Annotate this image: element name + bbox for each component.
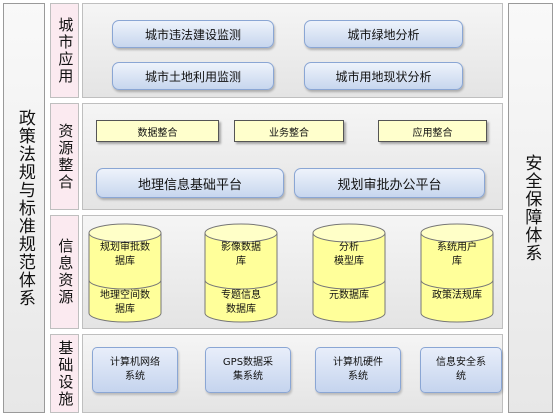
layer-label-infrastructure: 基础设施 xyxy=(50,334,79,413)
database-label: 分析 模型库 xyxy=(334,242,364,267)
database-cylinder: 影像数据 库 专题信息 数据库 xyxy=(204,223,278,323)
database-cylinder-icon xyxy=(204,223,278,323)
layer-label-resources: 信息资源 xyxy=(50,215,79,329)
infra-gps-system-text: GPS数据采 集系统 xyxy=(222,356,274,383)
approval-office-platform: 规划审批办公平台 xyxy=(294,168,485,198)
policy-standards-label: 政策法规与标准规范体系 xyxy=(14,109,35,307)
app-green-space-text: 城市绿地分析 xyxy=(347,27,420,42)
database-cylinder-icon xyxy=(88,223,162,323)
layer-label-infrastructure-text: 基础设施 xyxy=(56,339,75,408)
database-label: 影像数据 库 xyxy=(221,242,261,267)
infra-hardware-system: 计算机硬件 系统 xyxy=(315,347,401,393)
business-integration-box: 业务整合 xyxy=(234,120,344,142)
gis-platform: 地理信息基础平台 xyxy=(96,168,284,198)
database-cylinder: 系统用户 库 政策法规库 xyxy=(420,223,494,323)
infra-network-system-text: 计算机网络 系统 xyxy=(110,356,160,383)
app-land-use: 城市土地利用监测 xyxy=(112,62,274,90)
layer-label-resources-text: 信息资源 xyxy=(56,238,75,306)
gis-platform-text: 地理信息基础平台 xyxy=(137,177,242,193)
database-cylinder: 分析 模型库 元数据库 xyxy=(312,223,386,323)
app-illegal-construction-text: 城市违法建设监测 xyxy=(144,27,241,42)
database-cylinder: 规划审批数 据库 地理空间数 据库 xyxy=(88,223,162,323)
security-system-label: 安全保障体系 xyxy=(521,154,542,262)
database-label: 规划审批数 据库 xyxy=(100,242,150,267)
data-integration-text: 数据整合 xyxy=(137,127,178,139)
layer-label-integration: 资源整合 xyxy=(50,103,79,210)
database-cylinder-icon xyxy=(420,223,494,323)
database-cylinder-icon xyxy=(312,223,386,323)
application-integration-box: 应用整合 xyxy=(378,120,487,142)
infra-hardware-system-text: 计算机硬件 系统 xyxy=(333,356,383,383)
data-integration-box: 数据整合 xyxy=(96,120,219,142)
database-label: 地理空间数 据库 xyxy=(100,290,150,315)
infra-security-system-text: 信息安全系 统 xyxy=(436,356,486,383)
database-label: 政策法规库 xyxy=(432,290,482,301)
business-integration-text: 业务整合 xyxy=(269,127,309,139)
layer-label-integration-text: 资源整合 xyxy=(56,122,75,191)
app-land-status: 城市用地现状分析 xyxy=(304,62,463,90)
approval-office-platform-text: 规划审批办公平台 xyxy=(337,177,442,193)
infra-security-system: 信息安全系 统 xyxy=(420,347,502,393)
app-illegal-construction: 城市违法建设监测 xyxy=(112,20,274,48)
app-green-space: 城市绿地分析 xyxy=(304,20,463,48)
app-land-status-text: 城市用地现状分析 xyxy=(335,69,432,84)
layer-label-apps: 城市应用 xyxy=(50,3,79,98)
infra-network-system: 计算机网络 系统 xyxy=(92,347,178,393)
database-label: 专题信息 数据库 xyxy=(221,290,261,315)
security-system-panel: 安全保障体系 xyxy=(508,3,553,413)
application-integration-text: 应用整合 xyxy=(412,127,453,139)
policy-standards-panel: 政策法规与标准规范体系 xyxy=(3,3,45,413)
infra-gps-system: GPS数据采 集系统 xyxy=(205,347,291,393)
database-label: 系统用户 库 xyxy=(437,242,477,267)
layer-label-apps-text: 城市应用 xyxy=(56,16,75,85)
database-label: 元数据库 xyxy=(329,290,369,301)
app-land-use-text: 城市土地利用监测 xyxy=(144,69,241,84)
